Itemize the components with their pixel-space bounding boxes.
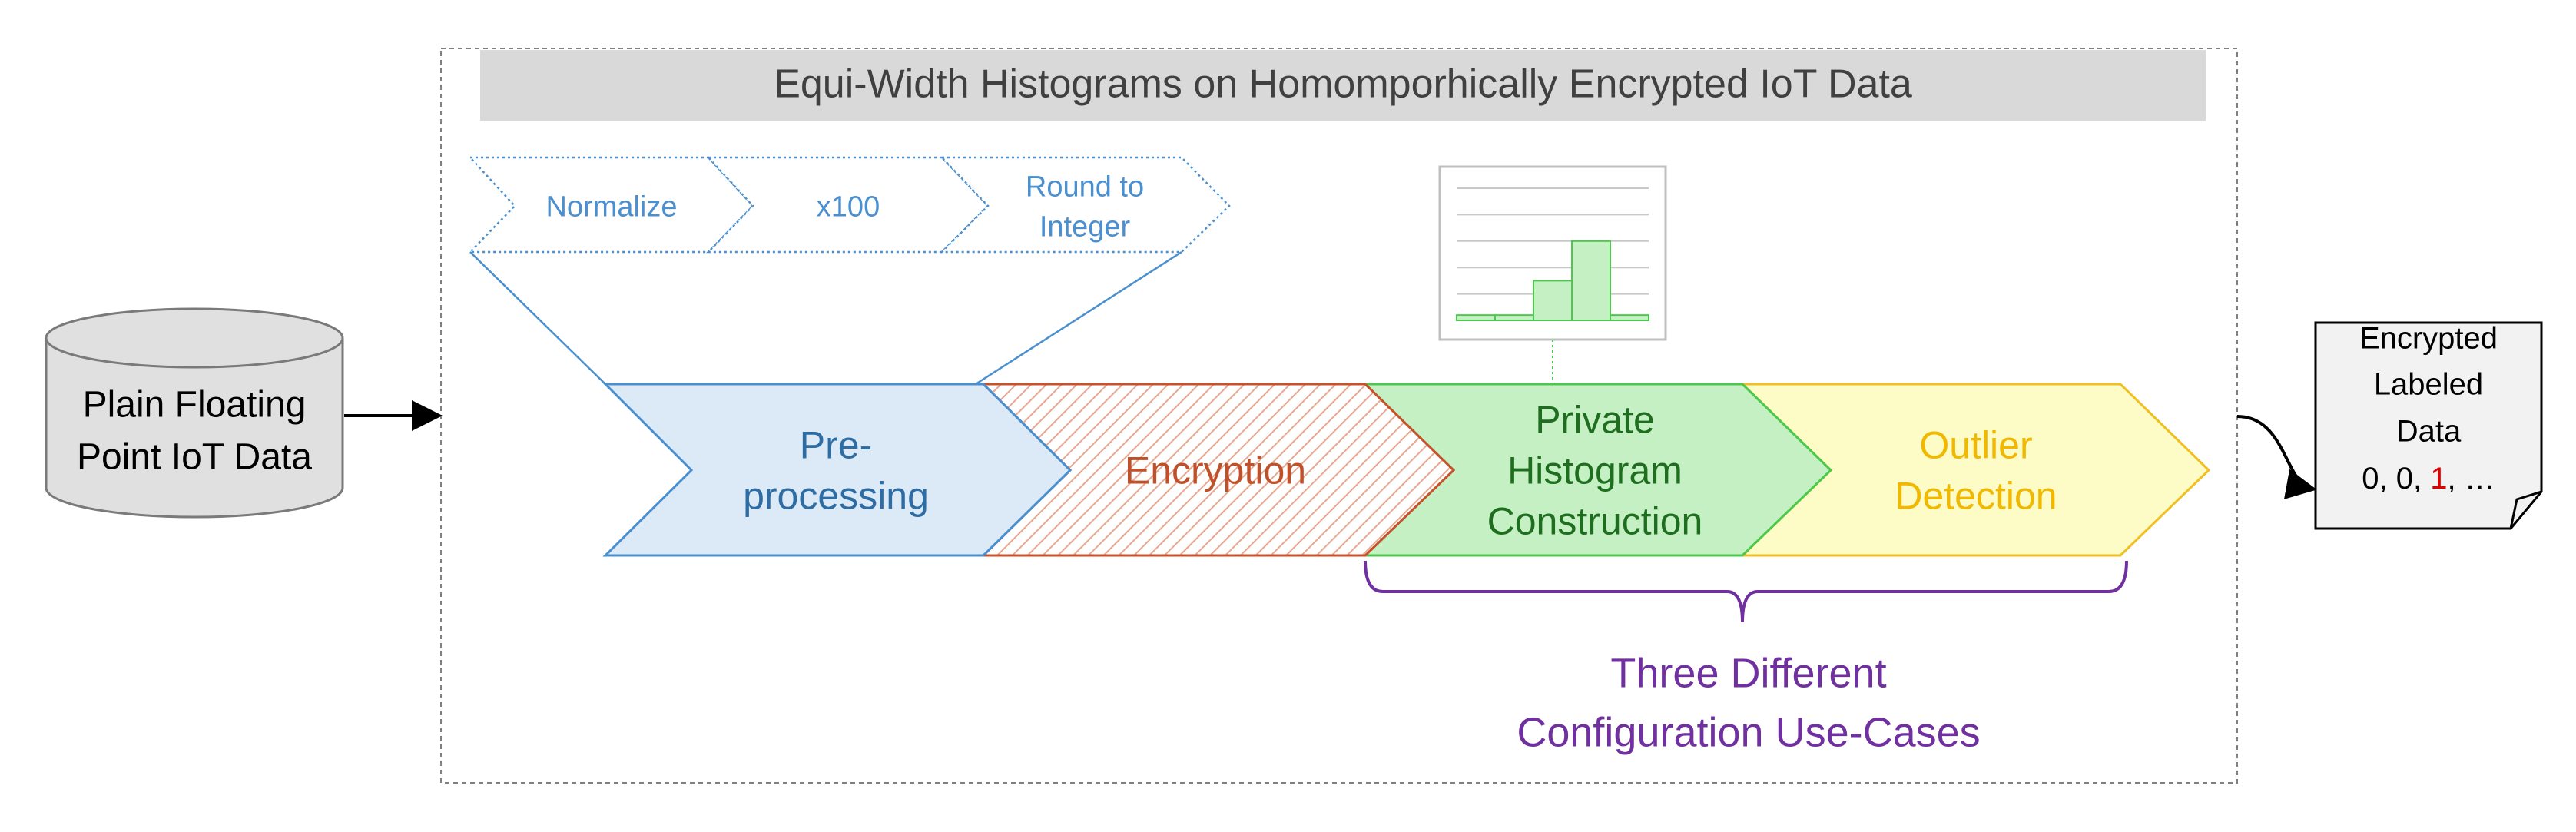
substeps-group: Normalize x100 Round to Integer: [468, 156, 1231, 254]
histogram-bar: [1610, 314, 1649, 321]
substep-label-round: Round to Integer: [1026, 171, 1144, 244]
label-line: Histogram: [1507, 449, 1683, 492]
label-line: Construction: [1487, 499, 1703, 542]
histogram-thumbnail: [1438, 165, 1667, 341]
substep-chevron-round: [939, 156, 1231, 254]
label-line: Outlier: [1919, 423, 2032, 466]
diagram-title: Equi-Width Histograms on Homomporhically…: [774, 62, 1912, 107]
use-cases-brace: [1364, 560, 2128, 623]
input-label-line1: Plain Floating: [83, 385, 307, 426]
label-line: x100: [817, 191, 880, 224]
input-cylinder: Plain Floating Point IoT Data: [45, 307, 344, 519]
cylinder-body: [45, 338, 344, 519]
zoom-line-left: [469, 251, 606, 385]
document-shape: [2314, 321, 2543, 530]
stage-label-encryption: Encryption: [1125, 449, 1306, 492]
histogram-bar: [1494, 314, 1534, 321]
title-band: [480, 50, 2206, 121]
label-line: processing: [743, 474, 929, 517]
substep-label-x100: x100: [817, 191, 880, 224]
histogram-bar: [1456, 314, 1496, 321]
output-line4: 0, 0, 1, …: [2362, 462, 2495, 496]
label-line: Pre-: [800, 423, 872, 466]
stage-chevron-preprocessing: [602, 383, 1073, 557]
brace-label-line1: Three Different: [1610, 650, 1886, 696]
input-label-line2: Point IoT Data: [77, 437, 312, 478]
output-document: Encrypted Labeled Data 0, 0, 1, …: [2314, 321, 2543, 530]
output-line2: Labeled: [2374, 368, 2483, 402]
output-values-a: 0, 0,: [2362, 462, 2430, 496]
label-line: Detection: [1895, 474, 2057, 517]
document-fold: [2509, 490, 2542, 529]
label-line: Encryption: [1125, 449, 1306, 492]
zoom-line-right: [975, 250, 1182, 386]
label-line: Private: [1535, 398, 1655, 441]
histogram-bars: [1456, 240, 1649, 321]
label-line: Integer: [1039, 211, 1131, 244]
label-line: Normalize: [545, 191, 677, 224]
output-values-c: , …: [2447, 462, 2495, 496]
label-line: Round to: [1026, 171, 1144, 204]
histogram-bar: [1533, 280, 1573, 321]
histogram-bar: [1571, 240, 1611, 321]
output-arrow: [2236, 415, 2317, 499]
output-values-highlight: 1: [2430, 462, 2447, 496]
output-line3: Data: [2396, 415, 2462, 449]
cylinder-top: [45, 307, 344, 369]
stage-label-preprocessing: Pre-processing: [743, 423, 929, 517]
brace-label-line2: Configuration Use-Cases: [1517, 709, 1980, 755]
output-line1: Encrypted: [2359, 322, 2498, 356]
substep-label-normalize: Normalize: [545, 191, 677, 224]
